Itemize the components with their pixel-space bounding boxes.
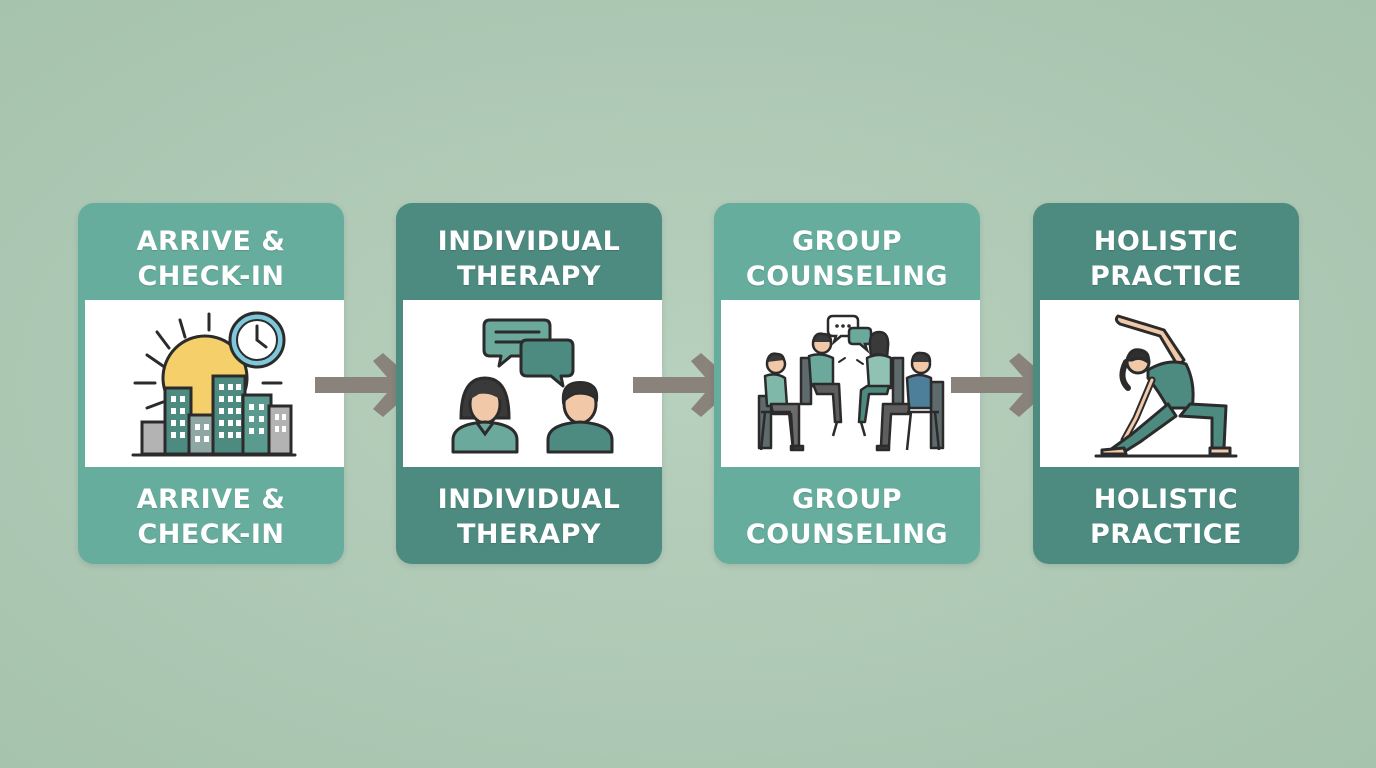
step-illustration [1040, 300, 1299, 467]
arrow-right-icon [315, 353, 419, 417]
step-card-group-counseling: GROUP COUNSELING [714, 203, 980, 564]
step-illustration [721, 300, 980, 467]
step-illustration [85, 300, 344, 467]
step-caption: INDIVIDUAL THERAPY [437, 484, 621, 550]
step-title: INDIVIDUAL THERAPY [437, 226, 621, 292]
two-people-chat-icon [451, 318, 614, 454]
arrow-right-icon [951, 353, 1055, 417]
step-caption: ARRIVE & CHECK-IN [136, 484, 286, 550]
group-circle-chat-icon [757, 314, 945, 452]
step-caption: GROUP COUNSELING [745, 484, 949, 550]
yoga-pose-icon [1094, 314, 1238, 458]
city-sunrise-clock-icon [131, 311, 297, 457]
arrow-right-icon [633, 353, 737, 417]
step-title: HOLISTIC PRACTICE [1089, 226, 1242, 292]
step-caption: HOLISTIC PRACTICE [1089, 484, 1242, 550]
step-title: GROUP COUNSELING [745, 226, 949, 292]
step-card-holistic-practice: HOLISTIC PRACTICE [1033, 203, 1299, 564]
step-title: ARRIVE & CHECK-IN [136, 226, 286, 292]
step-card-individual-therapy: INDIVIDUAL THERAPY INDIVIDUAL THERAPY [396, 203, 662, 564]
step-card-arrive-check-in: ARRIVE & CHECK-IN [78, 203, 344, 564]
step-illustration [403, 300, 662, 467]
